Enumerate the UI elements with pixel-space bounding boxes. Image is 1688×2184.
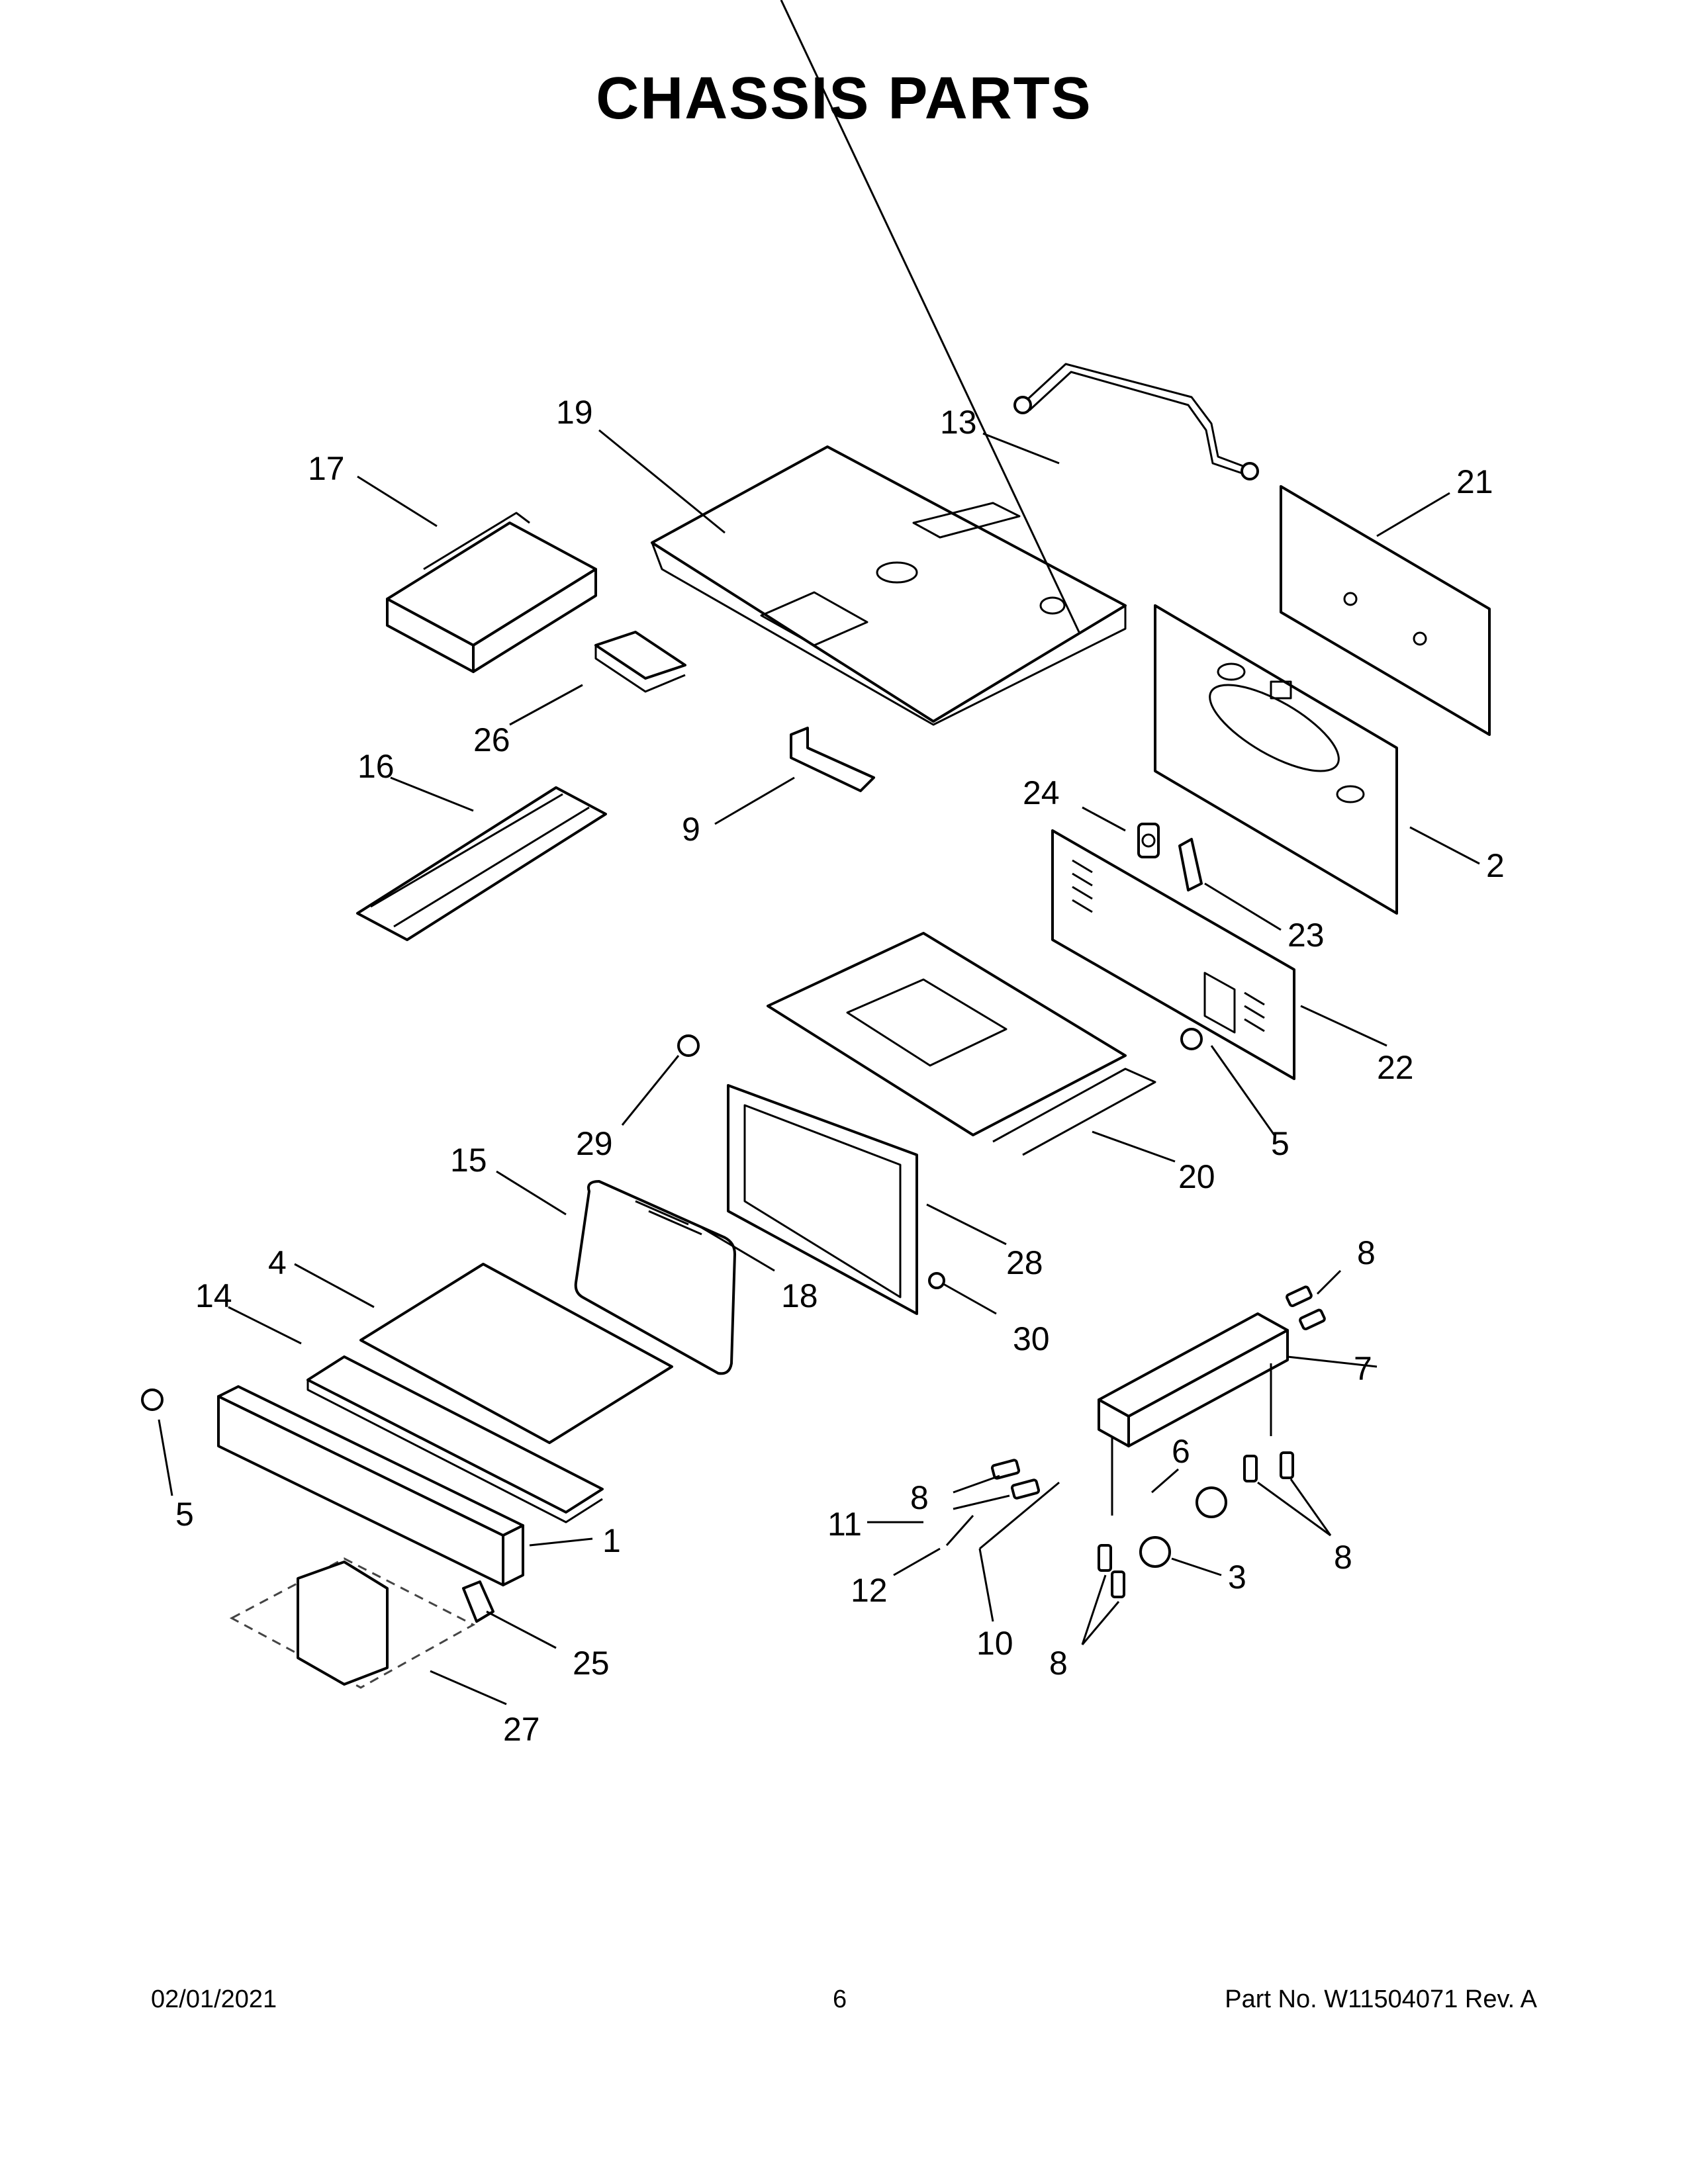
callout-11: 11 (827, 1506, 862, 1543)
callout-30: 30 (1013, 1320, 1050, 1357)
callout-5-left: 5 (175, 1496, 194, 1533)
part-23-bracket (1178, 838, 1203, 891)
part-2-back-wall (1154, 604, 1398, 915)
callout-27: 27 (503, 1711, 540, 1748)
callout-19: 19 (556, 394, 593, 431)
part-28-door-frame (727, 1084, 918, 1315)
callout-8-right: 8 (1334, 1539, 1352, 1576)
fasteners (141, 1028, 1326, 1598)
part-1-trim-bar (217, 1385, 524, 1586)
callout-4: 4 (268, 1244, 287, 1281)
part-26-bracket (594, 631, 686, 693)
callout-10: 10 (976, 1625, 1013, 1662)
part-9-clip (790, 727, 875, 792)
callout-9: 9 (682, 811, 700, 848)
callout-29: 29 (576, 1125, 613, 1162)
callout-22: 22 (1377, 1049, 1414, 1086)
part-24-fitting (1137, 823, 1160, 858)
part-15-gasket (574, 1180, 736, 1375)
part-18-strips (635, 1200, 702, 1236)
part-13-gas-tube (1013, 363, 1259, 480)
callout-6: 6 (1172, 1433, 1190, 1470)
callout-13: 13 (940, 404, 977, 441)
callout-1: 1 (602, 1522, 621, 1559)
part-7-bracket (1098, 1312, 1289, 1516)
callout-labels: 1 2 3 4 5 5 6 7 8 8 8 8 9 10 11 12 13 14… (175, 394, 1505, 1748)
part-27-dashed-bin (229, 1557, 476, 1689)
callout-18: 18 (781, 1277, 818, 1314)
callout-12: 12 (851, 1572, 888, 1609)
part-4-flat-panel (359, 1263, 673, 1444)
callout-7: 7 (1354, 1350, 1372, 1387)
callout-28: 28 (1006, 1244, 1043, 1281)
part-22-vent-panel (1051, 829, 1295, 1080)
part-21-rear-panel (1280, 485, 1491, 736)
part-16-rail (356, 786, 607, 941)
callout-8-bottom: 8 (1049, 1645, 1068, 1682)
callout-23: 23 (1288, 917, 1325, 954)
footer-part-number: Part No. W11504071 Rev. A (1225, 1985, 1537, 2013)
callout-21: 21 (1456, 463, 1493, 500)
leader-lines (158, 429, 1480, 1706)
callout-16: 16 (357, 748, 395, 785)
callout-8-left: 8 (910, 1479, 929, 1516)
callout-24: 24 (1023, 774, 1060, 811)
part-14-bracket-strip (306, 1355, 604, 1524)
callout-20: 20 (1178, 1158, 1215, 1195)
callout-14: 14 (195, 1277, 232, 1314)
part-25-latch (462, 1580, 494, 1623)
part-17-trough (386, 512, 597, 673)
callout-2: 2 (1486, 847, 1505, 884)
footer-page-number: 6 (833, 1985, 847, 2013)
callout-5-right: 5 (1271, 1125, 1289, 1162)
part-19-chassis-base (651, 0, 1127, 726)
page-title: CHASSIS PARTS (596, 66, 1092, 132)
callout-17: 17 (308, 450, 345, 487)
footer-date: 02/01/2021 (151, 1985, 277, 2013)
callout-26: 26 (473, 721, 510, 758)
callout-8-top: 8 (1357, 1234, 1376, 1271)
callout-3: 3 (1228, 1559, 1246, 1596)
callout-15: 15 (450, 1142, 487, 1179)
callout-25: 25 (573, 1645, 610, 1682)
part-20-tray (767, 932, 1156, 1156)
